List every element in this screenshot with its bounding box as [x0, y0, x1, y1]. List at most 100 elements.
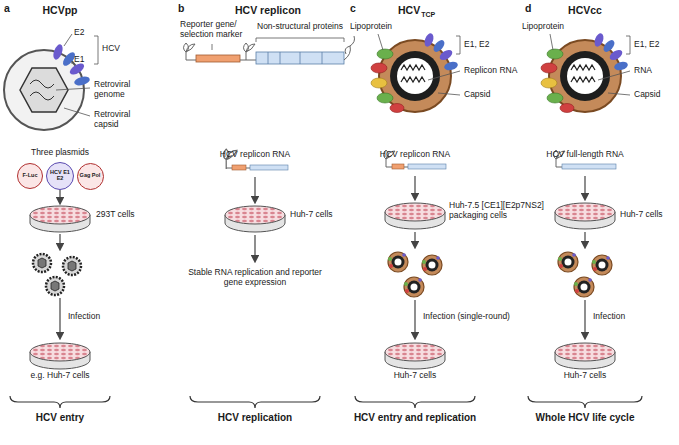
panel-heading: HCV	[398, 4, 420, 16]
hcvcc-particle	[541, 32, 630, 112]
hcvpp-flow	[30, 190, 90, 369]
plasmid-circle: F-Luc	[17, 163, 43, 189]
hcvcc-flow	[584, 176, 585, 199]
annotation-label: Lipoprotein	[522, 22, 564, 32]
hcvpp-flow	[46, 277, 64, 295]
annotation-label: Huh-7 cells	[564, 371, 607, 381]
replicon-schematic	[268, 52, 322, 64]
hcvtcp-flow	[404, 167, 408, 168]
annotation-label: Non-structural proteins	[257, 22, 343, 32]
hcvcc-flow	[562, 164, 616, 169]
annotation-label: Huh-7 cells	[290, 210, 333, 220]
annotation-label: E1, E2	[464, 40, 490, 50]
hcvtcp-flow	[408, 164, 446, 169]
annotation-label: E2	[74, 28, 84, 38]
replicon-schematic	[184, 43, 196, 60]
replicon-flow	[254, 235, 255, 261]
hcvpp-particle	[52, 43, 65, 61]
hcvcc-flow	[574, 277, 594, 297]
hcvtcp-particle	[378, 34, 460, 95]
annotation-label: Huh-7.5 [CE1][E2p7NS2] packaging cells	[449, 201, 551, 221]
annotation-label: HCV replicon RNA	[220, 150, 290, 160]
annotation-label: Reporter gene/ selection marker	[180, 20, 260, 40]
hcvtcp-particle	[371, 32, 460, 112]
hcvpp-flow	[33, 254, 51, 272]
hcvpp-flow	[59, 190, 60, 203]
annotation-label: Stable RNA replication and reporter gene…	[185, 268, 325, 288]
hcvcc-particle	[550, 34, 630, 95]
panel-heading: HCVcc	[568, 4, 602, 16]
annotation-label: Retroviral capsid	[94, 110, 149, 130]
annotation-label: Replicon RNA	[464, 66, 517, 76]
plasmid-circle: HCV E1 E2	[46, 162, 74, 190]
annotation-label: 293T cells	[96, 210, 135, 220]
annotation-label: Capsid	[634, 90, 660, 100]
annotation-label: Capsid	[464, 90, 490, 100]
annotation-label: Infection	[68, 312, 100, 322]
replicon-schematic	[240, 60, 256, 61]
section-title: HCV entry	[36, 412, 84, 424]
hcvtcp-flow	[404, 277, 424, 297]
brace	[10, 396, 642, 408]
annotation-label: E1, E2	[634, 40, 660, 50]
annotation-label: HCV replicon RNA	[380, 150, 450, 160]
replicon-schematic	[196, 55, 240, 62]
plasmid-label: F-Luc	[23, 173, 38, 179]
annotation-label: Lipoprotein	[350, 22, 392, 32]
brace	[528, 396, 642, 408]
annotation-label: RNA	[634, 66, 652, 76]
hcvcc-flow	[558, 252, 578, 272]
replicon-schematic	[184, 36, 355, 64]
hcvpp-flow	[30, 206, 90, 232]
replicon-schematic	[244, 43, 256, 60]
brace	[355, 396, 475, 408]
panel-heading: HCV replicon	[235, 4, 301, 16]
annotation-label: HCV	[102, 44, 120, 54]
annotation-label: Huh-7 cells	[620, 210, 663, 220]
replicon-flow	[225, 206, 285, 232]
section-title: Whole HCV life cycle	[536, 412, 635, 424]
hcvtcp-flow	[386, 167, 392, 168]
hcvcc-flow	[556, 167, 562, 168]
hcvpp-particle	[56, 34, 98, 116]
annotation-label: e.g. Huh-7 cells	[30, 371, 89, 381]
hcvtcp-flow	[422, 255, 442, 275]
replicon-flow	[246, 168, 250, 169]
hcvpp-flow	[59, 298, 60, 338]
annotation-label: Infection (single-round)	[423, 312, 510, 322]
hcvcc-flow	[555, 343, 615, 369]
replicon-schematic	[344, 36, 355, 60]
hcvcc-flow	[554, 150, 617, 369]
plasmid-label: HCV E1 E2	[49, 170, 71, 182]
panel-heading: d	[525, 2, 531, 14]
hcvtcp-flow	[414, 232, 415, 247]
subscript: TCP	[421, 11, 435, 19]
hcvtcp-flow	[392, 164, 404, 169]
hcvcc-flow	[584, 232, 585, 247]
panel-heading: HCVpp	[43, 4, 78, 16]
section-title: HCV entry and replication	[354, 412, 476, 424]
hcvtcp-flow	[385, 203, 445, 229]
panel-heading: b	[178, 2, 184, 14]
annotation-label: Huh-7 cells	[394, 371, 437, 381]
replicon-schematic	[256, 52, 344, 64]
replicon-flow	[226, 168, 232, 169]
annotation-label: Retroviral genome	[94, 80, 149, 100]
hcvtcp-flow	[384, 150, 447, 369]
section-title: HCV replication	[218, 412, 292, 424]
replicon-flow	[254, 177, 255, 202]
replicon-flow	[250, 165, 288, 170]
hcvpp-particle	[73, 75, 91, 87]
annotation-label: HCV full-length RNA	[546, 150, 623, 160]
brace	[10, 396, 110, 408]
hcvtcp-flow	[414, 300, 415, 338]
panel-heading: c	[350, 2, 356, 14]
hcvpp-flow	[63, 257, 81, 275]
annotation-label: E1	[74, 55, 84, 65]
hcvpp-flow	[59, 234, 60, 249]
hcvcc-flow	[555, 203, 615, 229]
replicon-flow	[223, 149, 288, 261]
replicon-schematic	[212, 38, 344, 50]
plasmid-circle: Gag Pol	[77, 163, 104, 190]
